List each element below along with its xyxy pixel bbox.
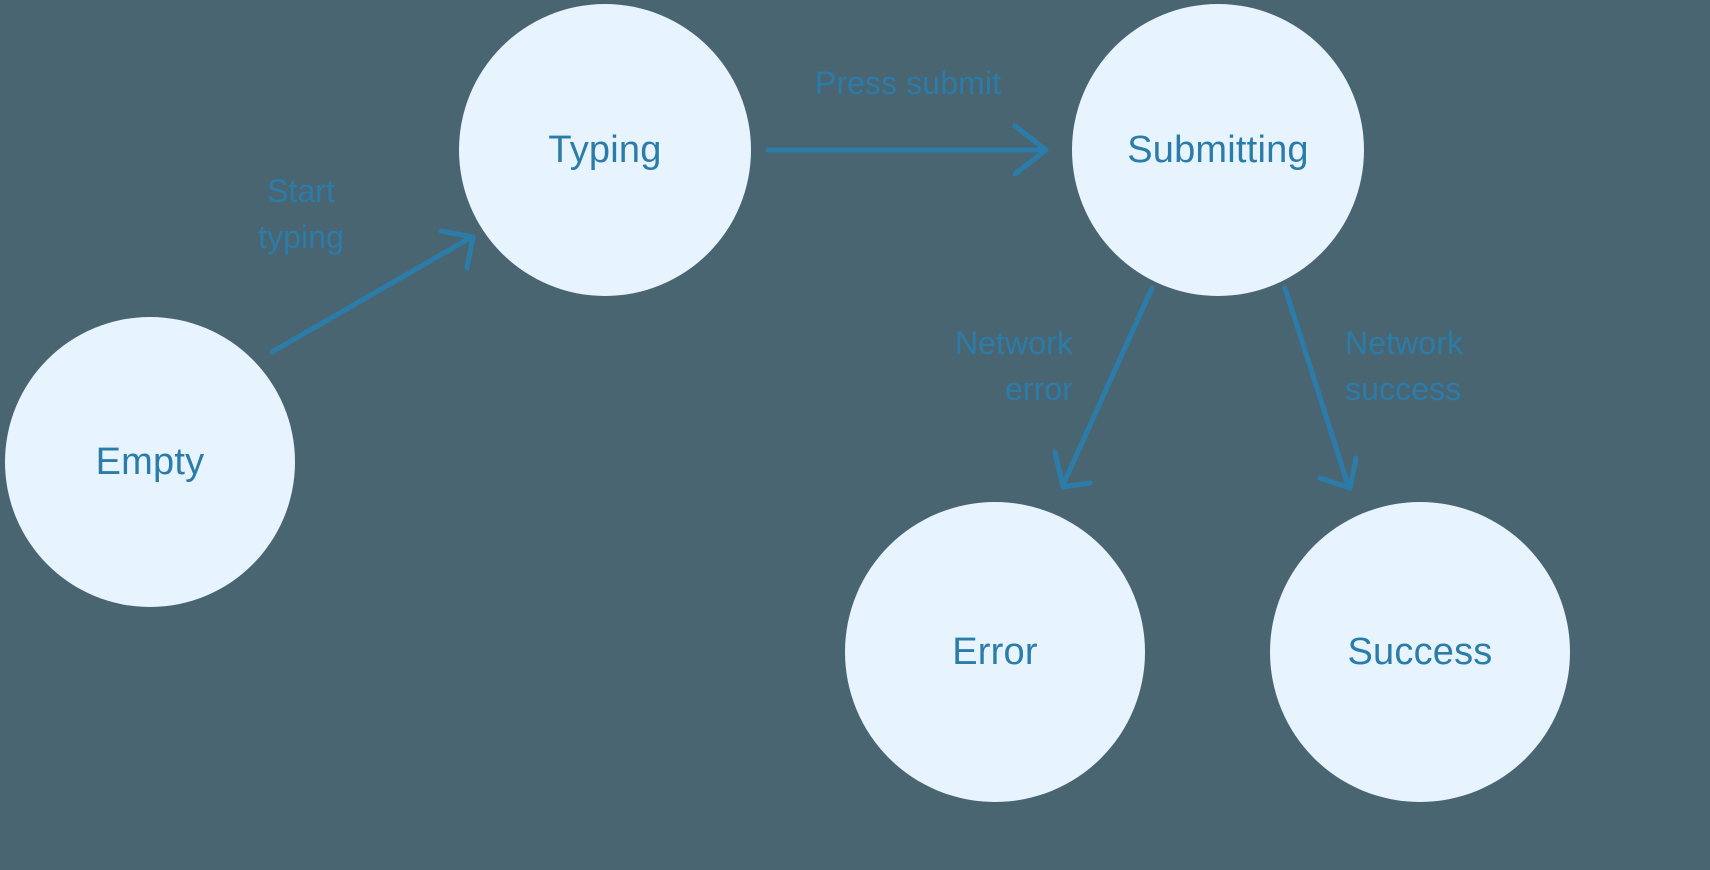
edge-empty-to-typing [269, 228, 476, 355]
edge-submitting-to-error [1052, 285, 1155, 490]
state-label-submitting: Submitting [1127, 129, 1309, 171]
state-node-empty[interactable]: Empty [5, 317, 295, 607]
edge-typing-to-submitting [765, 123, 1049, 177]
edge-submitting-to-success [1282, 285, 1359, 491]
state-node-error[interactable]: Error [845, 502, 1145, 802]
state-label-typing: Typing [548, 129, 662, 171]
state-label-error: Error [952, 631, 1038, 673]
state-label-empty: Empty [95, 441, 205, 483]
state-node-submitting[interactable]: Submitting [1072, 4, 1364, 296]
state-label-success: Success [1347, 631, 1493, 673]
state-node-typing[interactable]: Typing [459, 4, 751, 296]
state-node-success[interactable]: Success [1270, 502, 1570, 802]
